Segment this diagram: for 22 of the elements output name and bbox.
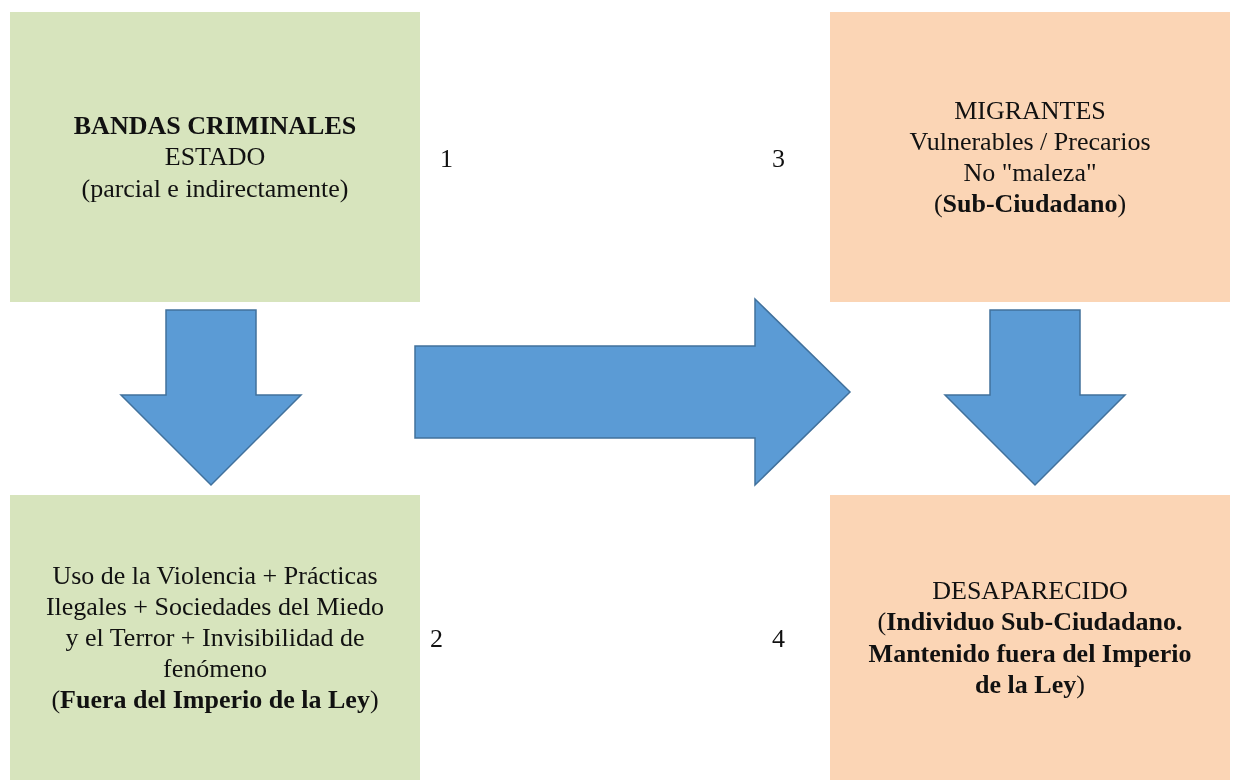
box-text: (parcial e indirectamente) <box>81 172 349 204</box>
block-arrow <box>414 297 852 487</box>
text-box <box>10 495 420 780</box>
text-box <box>830 12 1230 302</box>
box-text: No "maleza" <box>963 157 1097 189</box>
text-box <box>10 12 420 302</box>
box-text: ESTADO <box>164 141 266 173</box>
text-box <box>830 495 1230 780</box>
step-number: 2 <box>430 623 443 655</box>
box-text: (Fuera del Imperio de la Ley) <box>51 684 379 716</box>
box-text: Vulnerables / Precarios <box>909 125 1151 157</box>
step-number: 4 <box>772 623 785 655</box>
box-text: (Sub-Ciudadano) <box>933 188 1127 220</box>
step-number: 3 <box>772 143 785 175</box>
block-arrow <box>943 309 1127 487</box>
step-number: 1 <box>440 143 453 175</box>
box-text: DESAPARECIDO <box>932 575 1128 607</box>
box-text: BANDAS CRIMINALES <box>73 110 357 142</box>
box-text: Uso de la Violencia + Prácticas Ilegales + Sociedades del Miedo y el Terror + Invisibilidad de fenómeno <box>44 559 386 685</box>
box-text: MIGRANTES <box>954 94 1106 126</box>
block-arrow <box>119 309 303 487</box>
box-text: (Individuo Sub-Ciudadano. Mantenido fuera del Imperio de la Ley) <box>867 606 1193 700</box>
